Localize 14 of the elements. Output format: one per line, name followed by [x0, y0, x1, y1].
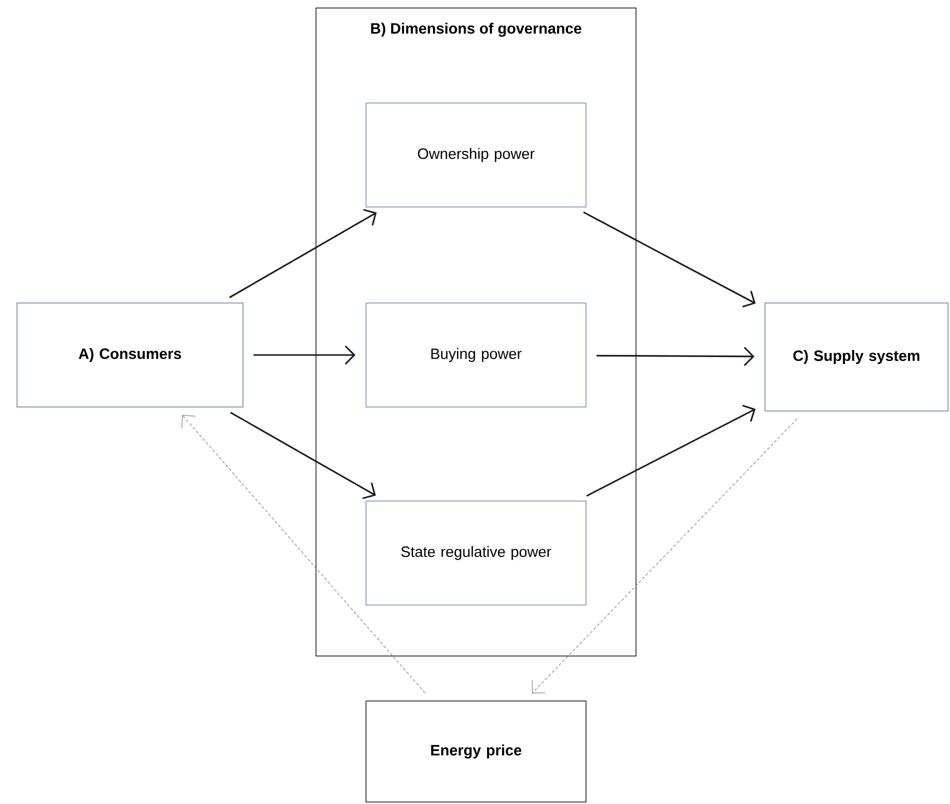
consumer-box: A) Consumers: [16, 302, 244, 408]
arrow: [229, 209, 377, 298]
process-box: Buying power: [366, 302, 586, 408]
process-box: State regulative power: [366, 500, 586, 606]
arrow: [583, 211, 756, 308]
dashed-arrow: [532, 418, 798, 694]
process-box: Ownership power: [366, 102, 586, 208]
dashed-arrow: [181, 415, 426, 694]
supply-box: C) Supply system: [764, 302, 948, 412]
price-box: Energy price: [366, 700, 586, 802]
arrow: [586, 404, 756, 497]
arrow: [596, 346, 754, 366]
arrow: [254, 345, 356, 365]
arrow: [230, 412, 376, 500]
